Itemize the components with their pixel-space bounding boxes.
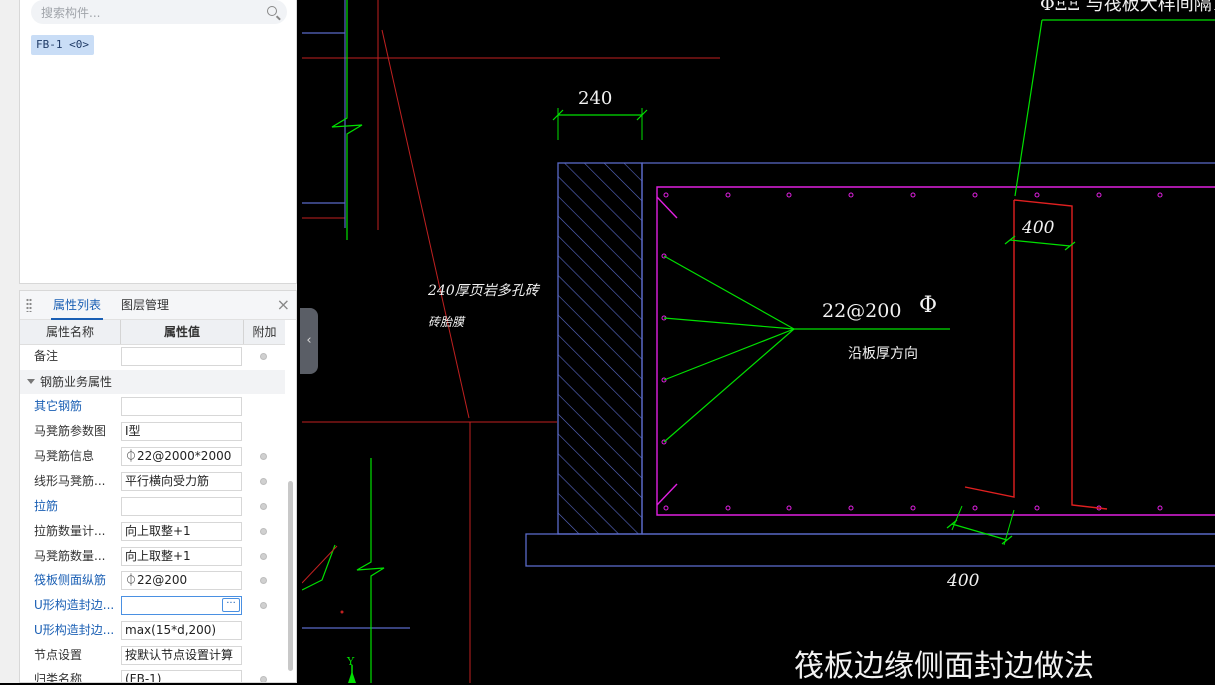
extra-checkbox[interactable]: [260, 553, 267, 560]
property-value[interactable]: [121, 347, 242, 366]
extra-checkbox[interactable]: [260, 478, 267, 485]
dim-400-bottom: 400: [947, 571, 980, 591]
property-name: U形构造封边...: [34, 623, 115, 637]
property-value[interactable]: 向上取整+1: [121, 547, 242, 566]
wall-note-2: 砖胎膜: [428, 315, 465, 329]
cad-drawing: [302, 0, 1215, 683]
axis-y-label: Y: [347, 655, 355, 668]
extra-checkbox[interactable]: [260, 353, 267, 360]
property-name: 马凳筋信息: [34, 449, 95, 463]
extra-checkbox[interactable]: [260, 503, 267, 510]
property-value-input[interactable]: [121, 596, 242, 615]
extra-checkbox[interactable]: [260, 602, 267, 609]
property-panel-tabs: 属性列表 图层管理 ×: [20, 291, 296, 320]
property-value[interactable]: max(15*d,200): [121, 621, 242, 640]
property-panel: 属性列表 图层管理 × 属性名称 属性值 附加 备注 钢筋业务属性 其它钢筋 马…: [19, 290, 297, 683]
extra-checkbox[interactable]: [260, 676, 267, 682]
component-search-input[interactable]: [39, 2, 263, 24]
property-row[interactable]: 其它钢筋: [20, 394, 285, 419]
tab-property-list[interactable]: 属性列表: [50, 291, 104, 320]
component-list-panel: FB-1 <0>: [19, 0, 297, 284]
cad-drawing-canvas[interactable]: 240 400 400 240厚页岩多孔砖 砖胎膜 22@200 Φ 沿板厚方向…: [302, 0, 1215, 684]
rebar-label: 22@200: [822, 300, 902, 322]
property-name: 筏板侧面纵筋: [34, 573, 107, 587]
property-row[interactable]: 马凳筋数量... 向上取整+1: [20, 544, 285, 569]
property-row[interactable]: 归类名称 (FB-1): [20, 667, 285, 683]
property-name: 拉筋数量计...: [34, 524, 106, 538]
property-row[interactable]: 马凳筋信息 ⏀22@2000*2000: [20, 444, 285, 469]
property-row[interactable]: 筏板侧面纵筋 ⏀22@200: [20, 568, 285, 593]
header-property-value: 属性值: [163, 325, 200, 339]
property-name: 马凳筋参数图: [34, 424, 107, 438]
collapse-panel-button[interactable]: ‹: [300, 308, 318, 374]
property-name: U形构造封边...: [34, 598, 115, 612]
panel-gap: [19, 284, 297, 290]
property-name: 备注: [34, 349, 59, 363]
dim-240: 240: [578, 88, 613, 109]
property-value[interactable]: ⏀22@200: [121, 571, 242, 590]
drawing-title: 筏板边缘侧面封边做法: [794, 649, 1094, 684]
property-row[interactable]: 备注: [20, 344, 285, 369]
property-value[interactable]: 按默认节点设置计算: [121, 646, 242, 665]
direction-note: 沿板厚方向: [848, 346, 918, 362]
property-value[interactable]: Ⅰ型: [121, 422, 242, 441]
close-icon[interactable]: ×: [276, 295, 290, 314]
dim-400-top: 400: [1022, 218, 1055, 238]
drag-handle-icon[interactable]: [26, 298, 32, 312]
header-property-name: 属性名称: [45, 325, 94, 339]
property-name: 节点设置: [34, 648, 83, 662]
more-options-button[interactable]: ···: [222, 598, 240, 612]
left-edge-strip: [0, 0, 20, 683]
property-scrollbar[interactable]: [288, 481, 293, 671]
group-title: 钢筋业务属性: [40, 375, 113, 389]
property-row[interactable]: U形构造封边... max(15*d,200): [20, 618, 285, 643]
property-name: 线形马凳筋...: [34, 474, 106, 488]
extra-checkbox[interactable]: [260, 577, 267, 584]
property-row[interactable]: 拉筋: [20, 494, 285, 519]
component-item-fb-1[interactable]: FB-1 <0>: [31, 35, 94, 55]
property-row[interactable]: 节点设置 按默认节点设置计算: [20, 643, 285, 668]
caret-down-icon[interactable]: [27, 379, 35, 384]
header-extra: 附加: [252, 325, 277, 339]
property-name: 其它钢筋: [34, 399, 83, 413]
component-search-box[interactable]: [31, 0, 287, 24]
tab-layer-management[interactable]: 图层管理: [121, 298, 170, 312]
extra-checkbox[interactable]: [260, 528, 267, 535]
extra-checkbox[interactable]: [260, 453, 267, 460]
property-value[interactable]: [121, 397, 242, 416]
property-row[interactable]: 拉筋数量计... 向上取整+1: [20, 519, 285, 544]
property-grid-header: 属性名称 属性值 附加: [20, 320, 285, 345]
group-rebar-properties[interactable]: 钢筋业务属性: [20, 370, 285, 394]
property-value[interactable]: 平行横向受力筋: [121, 472, 242, 491]
wall-note-1: 240厚页岩多孔砖: [428, 283, 539, 299]
property-row-editing[interactable]: U形构造封边... ···: [20, 593, 285, 618]
property-name: 归类名称: [34, 672, 83, 683]
property-row[interactable]: 线形马凳筋... 平行横向受力筋: [20, 469, 285, 494]
property-value[interactable]: 向上取整+1: [121, 522, 242, 541]
property-row[interactable]: 马凳筋参数图 Ⅰ型: [20, 419, 285, 444]
rebar-symbol: Φ: [919, 293, 938, 318]
search-icon[interactable]: [267, 6, 277, 16]
property-value[interactable]: [121, 497, 242, 516]
property-name: 拉筋: [34, 499, 59, 513]
property-value[interactable]: ⏀22@2000*2000: [121, 447, 242, 466]
property-name: 马凳筋数量...: [34, 549, 106, 563]
top-note: ΦΞΞ 与筏板大样间隔110: [1040, 0, 1215, 15]
property-value[interactable]: (FB-1): [121, 670, 242, 682]
